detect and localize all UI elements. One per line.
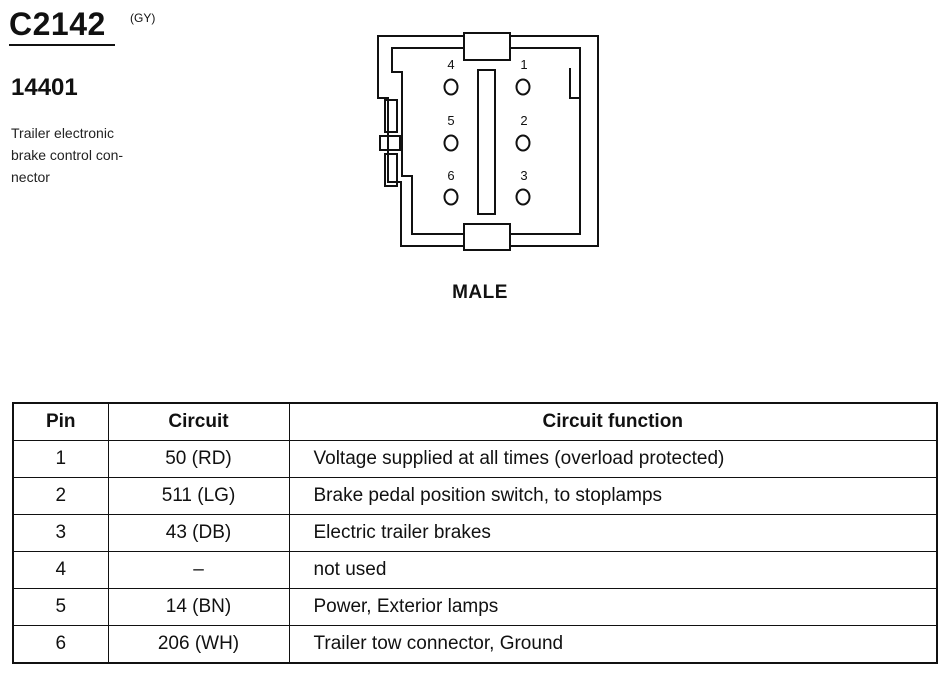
pin-socket-5 [443,134,459,152]
left-tab-upper [384,99,398,133]
table-row: 3 43 (DB) Electric trailer brakes [12,514,938,552]
connector-color-code: (GY) [130,11,156,25]
connector-face-diagram: 4 1 5 2 6 3 [377,32,599,251]
cell-pin: 1 [12,440,109,478]
cell-circuit-function: Power, Exterior lamps [288,588,938,626]
pin-label-6: 6 [447,168,454,183]
cell-pin: 5 [12,588,109,626]
cell-circuit-function: Voltage supplied at all times (overload … [288,440,938,478]
header-circuit: Circuit [107,402,290,441]
cell-circuit-function: Brake pedal position switch, to stoplamp… [288,477,938,515]
housing-inner-outline [391,47,581,235]
cell-pin: 6 [12,625,109,664]
pin-label-3: 3 [520,168,527,183]
cell-circuit: 43 (DB) [107,514,290,552]
pin-socket-3 [515,188,531,206]
cell-circuit: 50 (RD) [107,440,290,478]
table-row: 2 511 (LG) Brake pedal position switch, … [12,477,938,515]
table-header-row: Pin Circuit Circuit function [12,402,938,441]
pin-label-2: 2 [520,113,527,128]
pin-socket-2 [515,134,531,152]
cell-circuit: 14 (BN) [107,588,290,626]
connector-gender-label: MALE [452,282,508,303]
cell-circuit: 511 (LG) [107,477,290,515]
center-divider [477,69,496,215]
pin-label-5: 5 [447,113,454,128]
cell-circuit-function: not used [288,551,938,589]
header-circuit-function: Circuit function [288,402,938,441]
cell-pin: 4 [12,551,109,589]
top-latch [463,32,511,61]
part-number: 14401 [11,74,78,101]
housing-outer-outline [377,35,599,247]
title-underline [9,44,115,46]
table-row: 6 206 (WH) Trailer tow connector, Ground [12,625,938,664]
connector-id: C2142 [9,6,106,42]
cell-pin: 2 [12,477,109,515]
cell-circuit: – [107,551,290,589]
pin-label-1: 1 [520,57,527,72]
left-tab-lower [384,153,398,187]
pin-label-4: 4 [447,57,454,72]
header-pin: Pin [12,402,109,441]
pin-socket-4 [443,78,459,96]
bottom-latch [463,223,511,251]
cell-circuit-function: Trailer tow connector, Ground [288,625,938,664]
cell-circuit-function: Electric trailer brakes [288,514,938,552]
connector-description: Trailer electronic brake control con- ne… [11,125,124,185]
left-tab-middle [379,135,401,151]
cell-circuit: 206 (WH) [107,625,290,664]
pin-socket-1 [515,78,531,96]
pin-socket-6 [443,188,459,206]
right-side-rib [569,68,580,99]
table-row: 4 – not used [12,551,938,589]
table-row: 5 14 (BN) Power, Exterior lamps [12,588,938,626]
table-row: 1 50 (RD) Voltage supplied at all times … [12,440,938,478]
cell-pin: 3 [12,514,109,552]
pin-circuit-table: Pin Circuit Circuit function 1 50 (RD) V… [12,402,938,664]
